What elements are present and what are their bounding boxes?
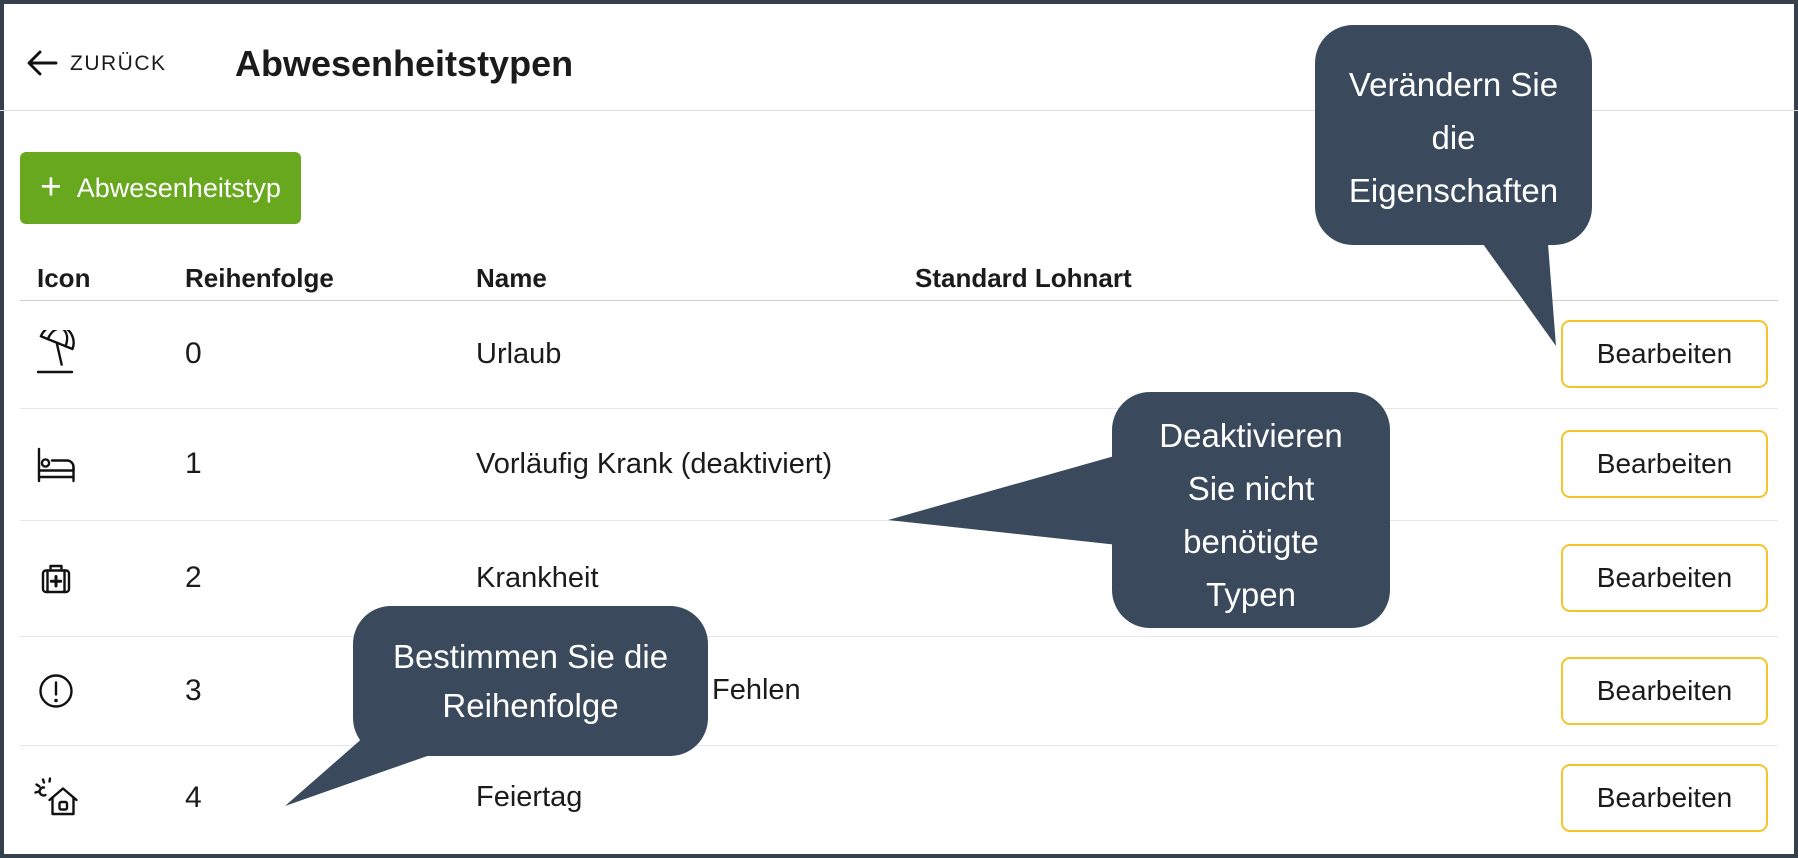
arrow-left-icon bbox=[26, 48, 58, 81]
tooltip-edit-properties-tail bbox=[1483, 244, 1556, 346]
row-order: 2 bbox=[185, 561, 202, 594]
tooltip-line: Typen bbox=[1206, 576, 1296, 613]
tooltip-line: Bestimmen Sie die bbox=[392, 638, 669, 675]
table-row-feiertag: 4 Feiertag Bearbeiten bbox=[20, 745, 1778, 850]
plus-icon: + bbox=[40, 166, 62, 207]
edit-button-urlaub[interactable]: Bearbeiten bbox=[1561, 320, 1768, 388]
exclamation-circle-icon bbox=[32, 636, 80, 745]
tooltip-edit-properties: Verändern Sie die Eigenschaften bbox=[1315, 25, 1592, 245]
row-order: 3 bbox=[185, 673, 202, 707]
table-row-krankheit: 2 Krankheit Bearbeiten bbox=[20, 520, 1778, 637]
back-button[interactable]: ZURÜCK bbox=[26, 42, 167, 86]
back-button-label: ZURÜCK bbox=[70, 52, 167, 75]
tooltip-line: Sie nicht bbox=[1187, 470, 1315, 507]
tooltip-line: die bbox=[1431, 119, 1476, 156]
tooltip-deactivate-types: Deaktivieren Sie nicht benötigte Typen bbox=[1112, 392, 1390, 628]
tooltip-line: benötigte bbox=[1183, 523, 1319, 560]
bed-icon bbox=[32, 408, 80, 520]
tooltip-line: Eigenschaften bbox=[1348, 172, 1559, 209]
tooltip-set-order: Bestimmen Sie die Reihenfolge bbox=[353, 606, 708, 756]
row-name: Fehlen bbox=[712, 674, 801, 706]
column-header-icon: Icon bbox=[37, 263, 91, 293]
edit-button-feiertag[interactable]: Bearbeiten bbox=[1561, 763, 1768, 832]
edit-button-vorlaeufig-krank[interactable]: Bearbeiten bbox=[1561, 430, 1768, 498]
holiday-home-icon bbox=[32, 745, 80, 850]
column-header-standard-lohnart: Standard Lohnart bbox=[915, 263, 1132, 293]
column-header-name: Name bbox=[476, 263, 547, 293]
table-row-urlaub: 0 Urlaub Bearbeiten bbox=[20, 300, 1778, 409]
header-divider bbox=[0, 110, 1798, 111]
column-header-reihenfolge: Reihenfolge bbox=[185, 263, 334, 293]
beach-umbrella-icon bbox=[32, 300, 80, 408]
row-name: Urlaub bbox=[476, 337, 562, 370]
tooltip-line: Deaktivieren bbox=[1159, 417, 1343, 454]
tooltip-line: Verändern Sie bbox=[1348, 66, 1559, 103]
table-header-divider bbox=[20, 300, 1778, 301]
add-absence-type-button[interactable]: + Abwesenheitstyp bbox=[20, 152, 301, 224]
add-absence-type-label: Abwesenheitstyp bbox=[76, 172, 281, 203]
first-aid-kit-icon bbox=[32, 520, 80, 636]
row-name: Feiertag bbox=[476, 781, 583, 813]
row-order: 0 bbox=[185, 337, 202, 370]
table-row-fehlen: 3 Fehlen Bearbeiten bbox=[20, 636, 1778, 746]
table-row-vorlaeufig-krank: 1 Vorläufig Krank (deaktiviert) Bearbeit… bbox=[20, 408, 1778, 521]
tooltip-deactivate-types-tail bbox=[888, 455, 1118, 545]
tooltip-line: Reihenfolge bbox=[442, 687, 619, 724]
row-order: 4 bbox=[185, 780, 202, 814]
row-name: Krankheit bbox=[476, 561, 599, 594]
edit-button-krankheit[interactable]: Bearbeiten bbox=[1561, 544, 1768, 612]
row-order: 1 bbox=[185, 447, 202, 480]
page-title: Abwesenheitstypen bbox=[235, 43, 574, 84]
edit-button-fehlen[interactable]: Bearbeiten bbox=[1561, 656, 1768, 725]
row-name: Vorläufig Krank (deaktiviert) bbox=[476, 447, 833, 480]
